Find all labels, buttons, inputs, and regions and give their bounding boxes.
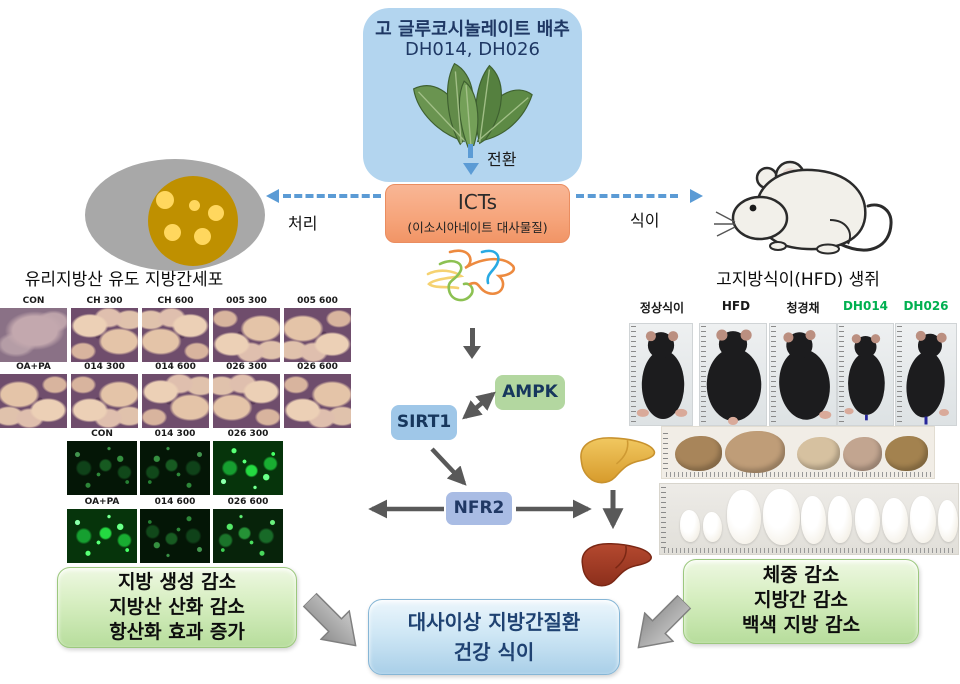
cell-caption: 유리지방산 유도 지방간세포 [24, 270, 224, 290]
nfr2-node: NFR2 [446, 492, 512, 525]
micro-labels-row1: CON CH 300 CH 600 005 300 005 600 [0, 296, 355, 306]
fluor-images-row1 [67, 441, 283, 495]
fluor-image [213, 509, 283, 563]
dashed-arrow-left-head-icon [266, 189, 279, 203]
sirt1-node: SIRT1 [391, 405, 457, 440]
fluor-image [67, 441, 137, 495]
micro-image [284, 374, 351, 428]
result-line: 항산화 효과 증가 [109, 621, 245, 643]
liver-photos-strip [662, 427, 934, 478]
fatty-liver-icon [580, 437, 656, 484]
fluor-image [67, 509, 137, 563]
conclusion-arrow-right [637, 594, 692, 649]
group-label: 정상식이 [639, 301, 685, 315]
result-line: 체중 감소 [762, 564, 840, 586]
sirt1-nfr2-arrow [430, 447, 467, 486]
ampk-node: AMPK [495, 375, 565, 410]
sirt1-ampk-double-arrow [462, 391, 496, 420]
conclusion-line: 대사이상 지방간질환 [407, 610, 581, 634]
result-line: 지방산 산화 감소 [109, 596, 245, 618]
icts-box: ICTs (이소시아네이트 대사물질) [385, 184, 570, 243]
cabbage-lines: DH014, DH026 [405, 39, 540, 60]
group-label: HFD [721, 299, 751, 313]
micro-image [71, 308, 138, 362]
group-label: 청경채 [786, 301, 820, 315]
down-arrowhead-icon [463, 346, 481, 359]
icts-subtitle: (이소시아네이트 대사물질) [407, 220, 548, 235]
micro-label: 005 600 [297, 296, 338, 306]
conclusion-arrow-left [302, 592, 357, 647]
hepatocyte-cell-icon [85, 159, 265, 271]
fluor-label: 014 300 [154, 429, 196, 439]
micro-label: CH 600 [157, 296, 194, 306]
fluor-label: 014 600 [154, 497, 196, 507]
micro-images-row1 [0, 308, 351, 362]
icts-title: ICTs [457, 190, 498, 214]
micro-image [0, 374, 67, 428]
micro-label: 026 300 [226, 362, 267, 372]
micro-image [284, 308, 351, 362]
conclusion-box: 대사이상 지방간질환 건강 식이 [368, 599, 620, 675]
right-result-box: 체중 감소 지방간 감소 백색 지방 감소 [683, 559, 919, 644]
group-label: DH014 [842, 299, 889, 313]
fluor-image [140, 509, 210, 563]
micro-image [0, 308, 67, 362]
dashed-arrow-right-head-icon [690, 189, 703, 203]
mouse-photo [770, 324, 836, 425]
conversion-label: 전환 [487, 150, 517, 169]
cabbage-title: 고 글루코시놀레이트 배추 [375, 19, 570, 40]
fluor-image [213, 441, 283, 495]
micro-label: OA+PA [16, 362, 51, 372]
fluor-label: 026 300 [227, 429, 269, 439]
nfr2-right-arrow [516, 499, 592, 519]
micro-label: 014 600 [155, 362, 196, 372]
micro-image [213, 374, 280, 428]
fluor-label: 026 600 [227, 497, 269, 507]
micro-label: CON [22, 296, 45, 306]
micro-image [142, 374, 209, 428]
result-line: 지방간 감소 [753, 589, 848, 611]
fluor-image [140, 441, 210, 495]
liver-transition-arrow [602, 490, 624, 530]
dashed-arrow-left [283, 194, 381, 198]
dashed-arrow-right [576, 194, 678, 198]
conclusion-line: 건강 식이 [453, 640, 535, 664]
mouse-photo [838, 324, 893, 425]
cabbage-box: 고 글루코시놀레이트 배추 DH014, DH026 전환 [363, 8, 582, 182]
treatment-label: 처리 [288, 214, 318, 233]
fluor-images-row2 [67, 509, 283, 563]
white-fat-photos-strip [660, 484, 958, 554]
micro-images-row2 [0, 374, 351, 428]
diet-label: 식이 [630, 211, 660, 230]
micro-label: 014 300 [84, 362, 125, 372]
fluor-labels-row1: CON 014 300 026 300 [67, 429, 286, 439]
conversion-arrowhead-icon [463, 163, 479, 175]
healthy-liver-icon [581, 543, 652, 587]
fluor-label: OA+PA [84, 497, 120, 507]
ict-molecules-icon [426, 249, 516, 302]
micro-label: 026 600 [297, 362, 338, 372]
conversion-arrow-icon [468, 144, 473, 158]
micro-labels-row2: OA+PA 014 300 014 600 026 300 026 600 [0, 362, 355, 372]
group-label: DH026 [903, 299, 949, 313]
cabbage-leaves-icon [412, 62, 533, 148]
micro-label: CH 300 [86, 296, 123, 306]
fluor-label: CON [91, 429, 113, 439]
micro-image [142, 308, 209, 362]
mouse-illustration-icon [714, 160, 893, 255]
mouse-caption: 고지방식이(HFD) 생쥐 [716, 270, 880, 290]
lipid-droplet-core-icon [148, 176, 238, 266]
mouse-photo [896, 324, 956, 425]
fluor-labels-row2: OA+PA 014 600 026 600 [67, 497, 286, 507]
mouse-photo [700, 324, 766, 425]
micro-image [71, 374, 138, 428]
nfr2-left-arrow [368, 499, 444, 519]
left-result-box: 지방 생성 감소 지방산 산화 감소 항산화 효과 증가 [57, 567, 297, 648]
result-line: 지방 생성 감소 [117, 571, 237, 593]
micro-image [213, 308, 280, 362]
down-arrow [470, 328, 475, 347]
micro-label: 005 300 [226, 296, 267, 306]
result-line: 백색 지방 감소 [741, 614, 861, 636]
mouse-photo [630, 324, 692, 425]
